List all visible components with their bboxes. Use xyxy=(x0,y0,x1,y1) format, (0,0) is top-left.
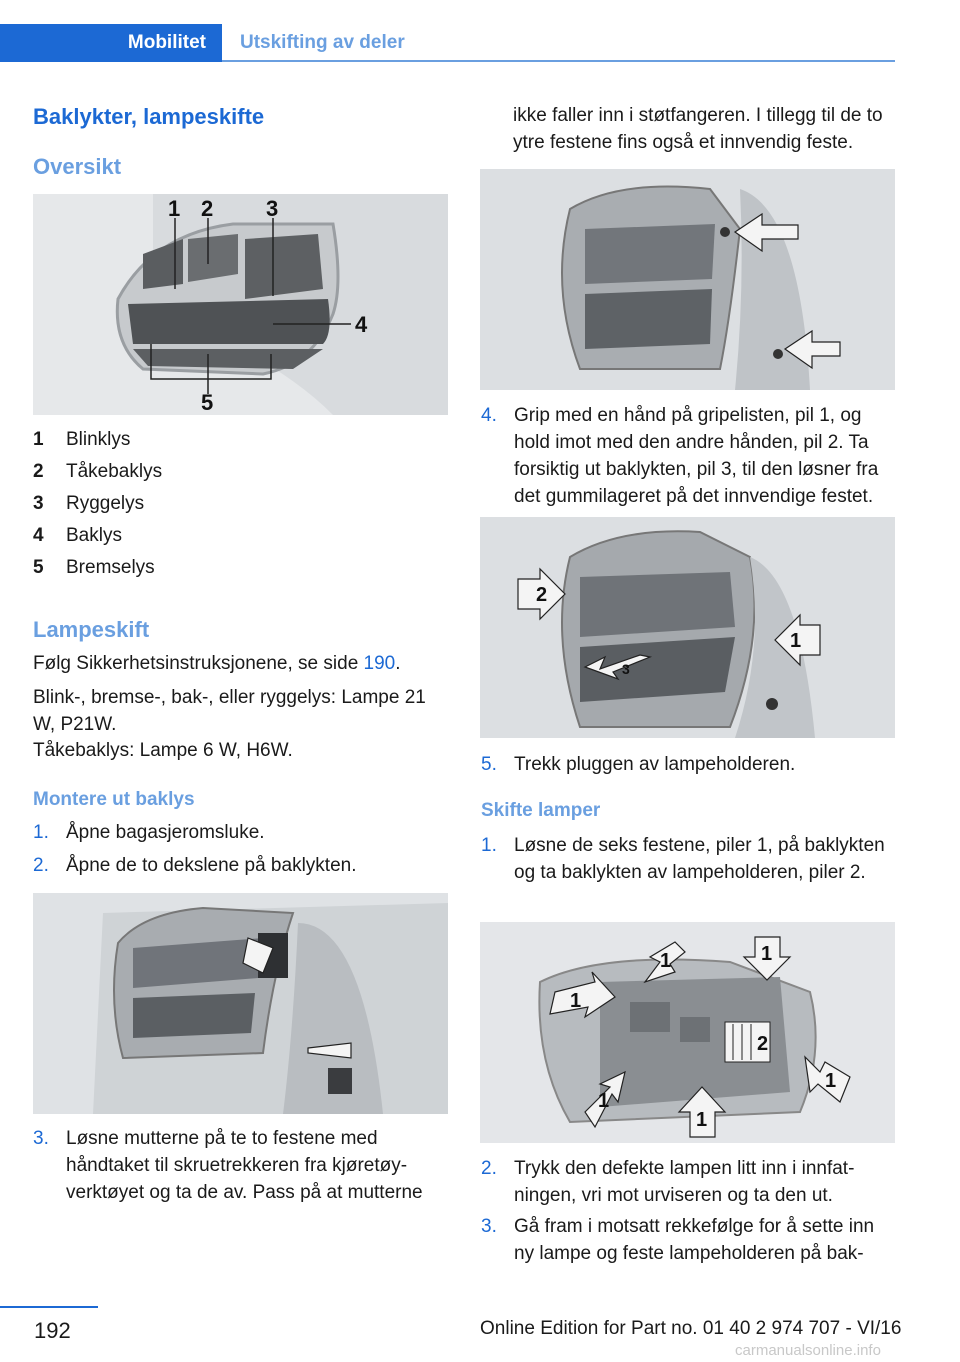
step-num: 2. xyxy=(481,1158,497,1179)
step-num: 3. xyxy=(481,1216,497,1237)
fig5-callout-2: 2 xyxy=(757,1033,768,1055)
edition-text: Online Edition for Part no. 01 40 2 974 … xyxy=(480,1318,902,1339)
change-heading: Skifte lamper xyxy=(481,800,601,821)
page-number: 192 xyxy=(34,1318,71,1343)
section-tab[interactable]: Mobilitet xyxy=(0,24,222,62)
fig4-callout-1: 1 xyxy=(790,630,801,652)
fig4-callout-3: 3 xyxy=(622,661,630,677)
step-text: Trekk pluggen av lampeholderen. xyxy=(514,754,796,775)
step-num: 4. xyxy=(481,405,497,426)
step-num: 5. xyxy=(481,754,497,775)
step-num: 2. xyxy=(33,855,49,876)
step-text: Gå fram i motsatt rekkefølge for å sette… xyxy=(514,1216,875,1264)
fig5-callout-1c: 1 xyxy=(570,990,581,1012)
figure-open-covers xyxy=(33,893,448,1114)
legend-num: 4 xyxy=(33,525,44,546)
step-text: Trykk den defekte lampen litt inn i innf… xyxy=(514,1158,855,1206)
safety-text: Følg Sikkerhetsinstruksjonene, se side xyxy=(33,653,364,674)
footer-rule xyxy=(0,1306,98,1308)
lamp-heading: Lampeskift xyxy=(33,617,150,642)
step-text: Grip med en hånd på gripelisten, pil 1, … xyxy=(514,405,879,507)
header-bar: Mobilitet Utskifting av deler xyxy=(0,24,895,62)
legend-text: Ryggelys xyxy=(66,493,145,514)
step-num: 3. xyxy=(33,1128,49,1149)
fig5-callout-1d: 1 xyxy=(825,1070,836,1092)
figure-remove-taillight: 2 1 3 xyxy=(480,517,895,738)
fig1-callout-3: 3 xyxy=(266,196,278,221)
legend-text: Blinklys xyxy=(66,429,131,450)
subsection-tab[interactable]: Utskifting av deler xyxy=(240,32,405,53)
legend-num: 2 xyxy=(33,461,44,482)
fig4-callout-2: 2 xyxy=(536,584,547,606)
fig5-callout-1e: 1 xyxy=(598,1090,609,1112)
legend-text: Tåkebaklys xyxy=(66,461,163,482)
fig1-callout-2: 2 xyxy=(201,196,213,221)
lamp-spec-2: Tåkebaklys: Lampe 6 W, H6W. xyxy=(33,740,293,761)
remove-heading: Montere ut baklys xyxy=(33,789,195,810)
legend-num: 1 xyxy=(33,429,44,450)
legend-num: 5 xyxy=(33,557,44,578)
fig5-callout-1f: 1 xyxy=(696,1109,707,1131)
fig1-callout-4: 4 xyxy=(355,312,368,337)
figure-taillight-overview: 1 2 3 4 5 xyxy=(33,194,448,415)
figure-lamp-holder: 1 1 1 2 1 1 1 xyxy=(480,922,895,1143)
step-text: Åpne de to dekslene på baklykten. xyxy=(66,855,357,876)
fig1-callout-1: 1 xyxy=(168,196,180,221)
overview-heading: Oversikt xyxy=(33,154,122,179)
step-num: 1. xyxy=(481,835,497,856)
legend-num: 3 xyxy=(33,493,44,514)
safety-end: . xyxy=(395,653,401,674)
step-num: 1. xyxy=(33,822,49,843)
page-title: Baklykter, lampeskifte xyxy=(33,104,265,129)
lamp-spec-1: Blink-, bremse-, bak-, eller ryggelys: L… xyxy=(33,687,426,735)
legend-text: Baklys xyxy=(66,525,122,546)
safety-page-link[interactable]: 190 xyxy=(363,653,396,674)
step-text: Åpne bagasjeromsluke. xyxy=(66,822,265,843)
watermark: carmanualsonline.info xyxy=(735,1342,881,1359)
legend-text: Bremselys xyxy=(66,557,155,578)
fig5-callout-1a: 1 xyxy=(660,950,671,972)
figure-fasteners xyxy=(480,169,895,390)
continued-text: ikke faller inn i støtfangeren. I tilleg… xyxy=(513,105,883,153)
fig5-callout-1b: 1 xyxy=(761,943,772,965)
step-text: Løsne de seks festene, piler 1, på bakly… xyxy=(514,835,885,883)
step-text: Løsne mutterne på te to festene med hånd… xyxy=(66,1128,423,1203)
fig1-callout-5: 5 xyxy=(201,390,213,415)
safety-note: Følg Sikkerhetsinstruksjonene, se side 1… xyxy=(33,650,448,677)
header-rule xyxy=(222,60,895,62)
